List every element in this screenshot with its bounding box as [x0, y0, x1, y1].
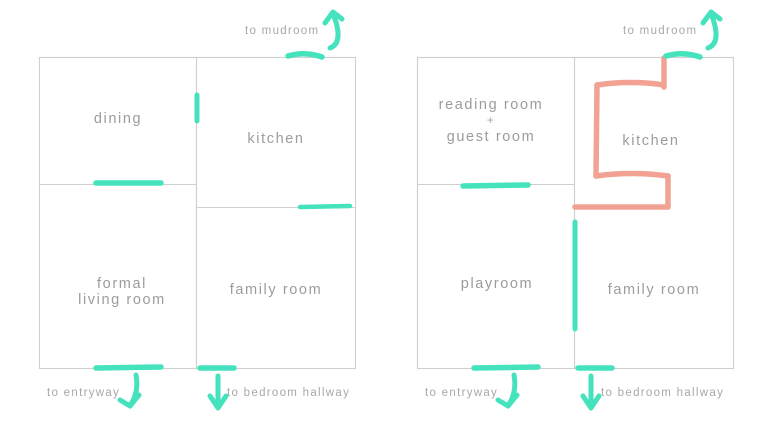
- arrow-to-entryway-icon: [117, 372, 142, 409]
- arrow-to-mudroom-icon: [322, 9, 345, 51]
- arrow-to-entryway-icon: [495, 372, 520, 409]
- exit-label-to-entryway: to entryway: [425, 387, 498, 399]
- svg-text:guest room: guest room: [447, 129, 536, 145]
- exit-label-to-bedroom-hallway: to bedroom hallway: [601, 387, 724, 399]
- exit-label-to-mudroom: to mudroom: [623, 25, 697, 37]
- room-label-formal-living-room: formal living room: [78, 276, 166, 308]
- arrow-to-bedroom-hallway-icon: [207, 373, 229, 411]
- svg-text:reading room: reading room: [439, 97, 544, 113]
- room-label-kitchen: kitchen: [247, 131, 304, 147]
- opening-kitchen-to-mudroom: [285, 51, 325, 60]
- arrow-to-mudroom-icon: [700, 9, 723, 51]
- exit-label-to-bedroom-hallway: to bedroom hallway: [227, 387, 350, 399]
- room-label-reading-guest-room: reading room + guest room: [439, 97, 544, 145]
- room-label-kitchen: kitchen: [622, 133, 679, 149]
- opening-living-to-entryway: [93, 364, 164, 371]
- exit-label-to-mudroom: to mudroom: [245, 25, 319, 37]
- opening-reading-to-playroom: [460, 182, 531, 189]
- left-plan-openings: [93, 51, 353, 371]
- right-plan-openings: [460, 51, 703, 371]
- right-plan: reading room + guest room kitchen playro…: [416, 9, 735, 411]
- svg-text:living room: living room: [78, 292, 166, 308]
- room-label-playroom: playroom: [461, 276, 533, 292]
- room-label-family-room: family room: [230, 282, 323, 298]
- opening-kitchen-to-family: [297, 203, 353, 210]
- right-plan-arrows: [495, 9, 723, 411]
- room-label-family-room: family room: [608, 282, 701, 298]
- room-label-dining: dining: [94, 111, 142, 127]
- svg-text:+: +: [487, 113, 496, 127]
- kitchen-counter-run: [572, 55, 671, 210]
- opening-playroom-to-entryway: [471, 364, 541, 371]
- arrow-to-bedroom-hallway-icon: [580, 373, 602, 411]
- opening-kitchen-to-mudroom: [663, 51, 703, 60]
- left-plan-arrows: [117, 9, 345, 411]
- svg-text:formal: formal: [97, 276, 147, 292]
- left-plan: dining kitchen formal living room family…: [38, 9, 357, 411]
- exit-label-to-entryway: to entryway: [47, 387, 120, 399]
